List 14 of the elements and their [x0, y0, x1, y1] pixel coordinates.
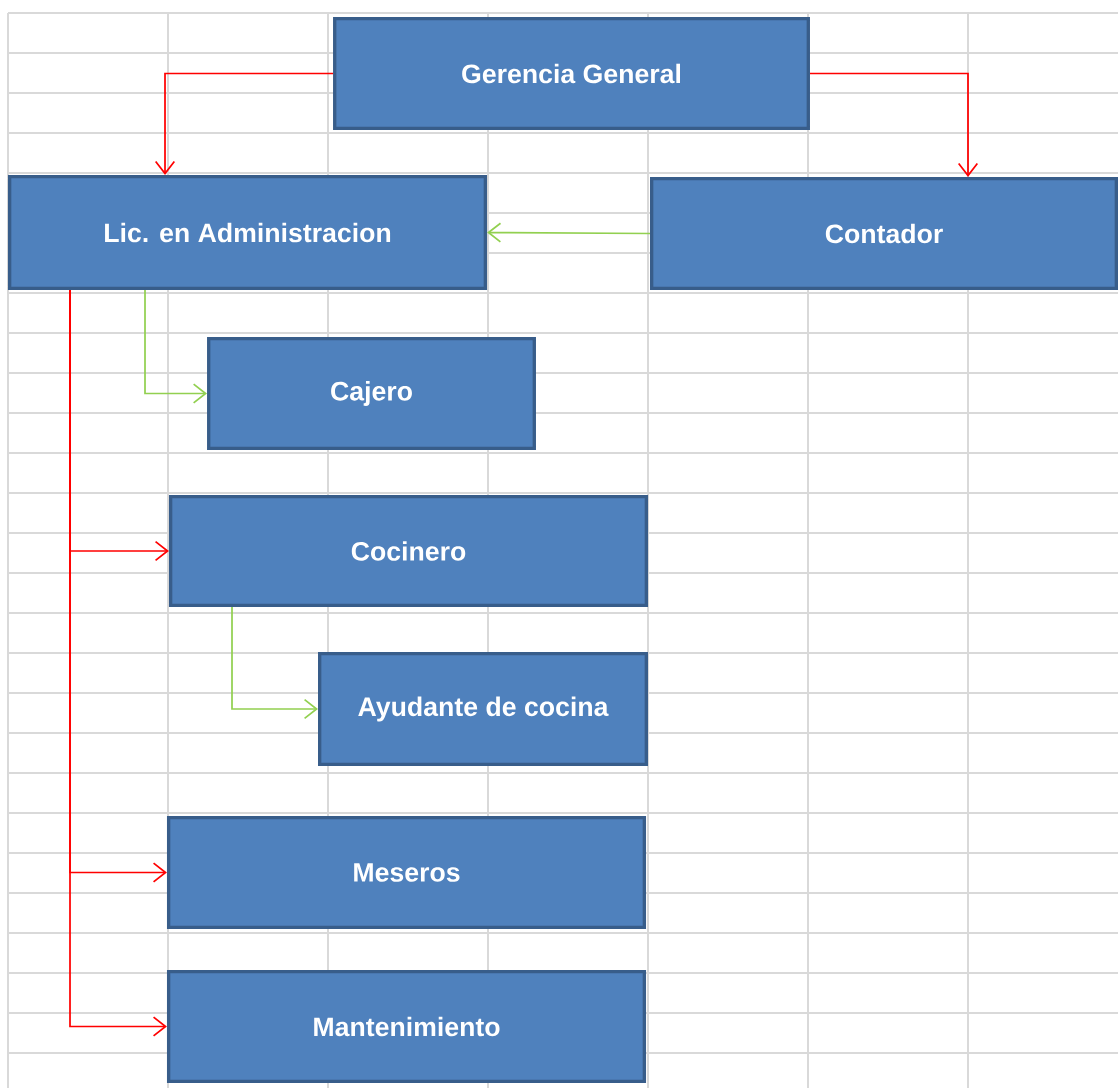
arrow [69, 289, 167, 1037]
org-box: Gerencia General [333, 17, 810, 130]
arrow [144, 289, 208, 404]
org-box: Meseros [166, 816, 647, 929]
org-box: Ayudante de cocina [318, 652, 648, 766]
arrow [231, 606, 318, 720]
org-box: Cajero [207, 337, 536, 450]
org-box: Mantenimiento [166, 970, 647, 1083]
org-box: Cocinero [168, 495, 649, 607]
arrow [487, 222, 651, 243]
org-box: Contador [650, 177, 1118, 290]
arrow [809, 72, 979, 177]
arrow [154, 72, 334, 175]
org-box: Lic. en Administracion [7, 174, 488, 291]
